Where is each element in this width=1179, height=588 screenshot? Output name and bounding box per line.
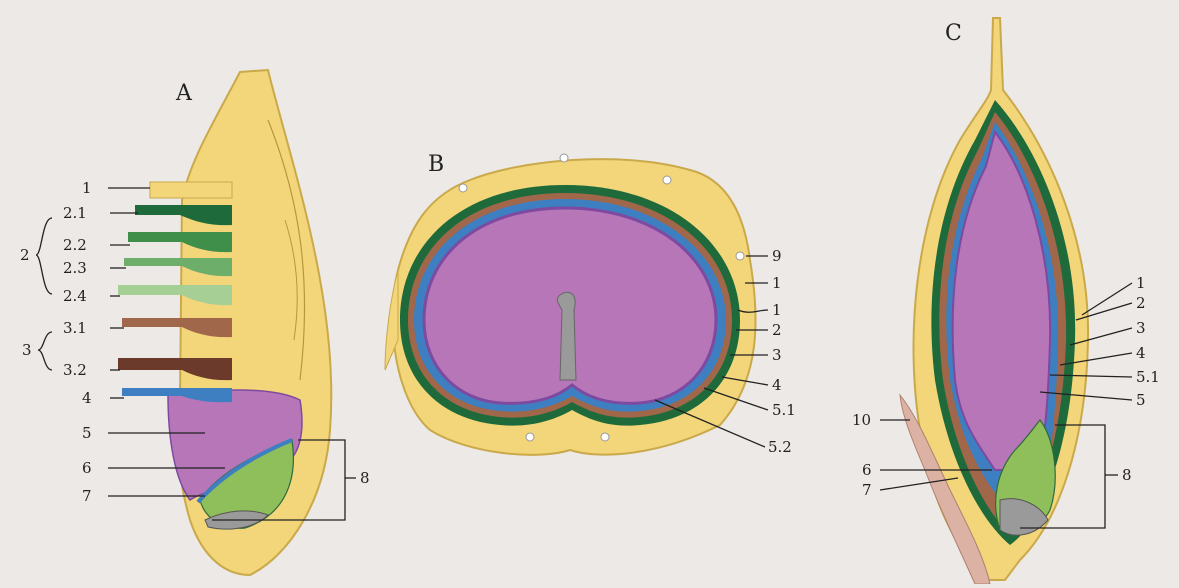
layer-1-a [150,182,232,198]
label-a-1: 1 [82,179,92,197]
label-c-1: 1 [1136,274,1146,292]
label-a-group-3: 3 [22,341,32,359]
panel-c [880,18,1132,584]
brace-3 [38,332,52,370]
label-c-3: 3 [1136,319,1146,337]
vascular-bundle [601,433,609,441]
label-b-5-2: 5.2 [768,438,792,456]
label-a-8: 8 [360,469,370,487]
label-a-3-1: 3.1 [63,319,87,337]
label-b-1-inner: 1 [772,301,782,319]
label-a-5: 5 [82,424,92,442]
label-b-3: 3 [772,346,782,364]
label-a-2-3: 2.3 [63,259,87,277]
label-c-5-1: 5.1 [1136,368,1160,386]
label-b-2: 2 [772,321,782,339]
vascular-bundle [663,176,671,184]
panel-label-b: B [428,152,444,177]
layer-2-2-a [128,232,232,252]
label-a-2-4: 2.4 [63,287,87,305]
label-c-7: 7 [862,481,872,499]
vascular-bundle [526,433,534,441]
brace-2 [36,218,52,294]
label-b-5-1: 5.1 [772,401,796,419]
panel-label-c: C [945,21,962,46]
label-a-2-2: 2.2 [63,236,87,254]
layer-3-2-a [118,358,232,380]
label-b-9: 9 [772,247,782,265]
layer-2-4-a [118,285,232,305]
label-a-6: 6 [82,459,92,477]
layer-3-1-a [122,318,232,337]
label-c-6: 6 [862,461,872,479]
label-b-4: 4 [772,376,782,394]
label-c-4: 4 [1136,344,1146,362]
label-c-8: 8 [1122,466,1132,484]
label-b-1-outer: 1 [772,274,782,292]
vascular-bundle [736,252,744,260]
layer-2-3-a [124,258,232,276]
vascular-bundle [459,184,467,192]
label-a-group-2: 2 [20,246,30,264]
label-c-2: 2 [1136,294,1146,312]
label-a-7: 7 [82,487,92,505]
panel-letters: A B C [175,21,962,177]
label-a-4: 4 [82,389,92,407]
labels-b: 9 1 1 2 3 4 5.1 5.2 [768,247,796,456]
label-a-3-2: 3.2 [63,361,87,379]
panel-b [385,154,768,455]
label-a-2-1: 2.1 [63,204,87,222]
panel-label-a: A [175,81,193,106]
label-c-5: 5 [1136,391,1146,409]
label-c-10: 10 [852,411,871,429]
vascular-bundle [560,154,568,162]
